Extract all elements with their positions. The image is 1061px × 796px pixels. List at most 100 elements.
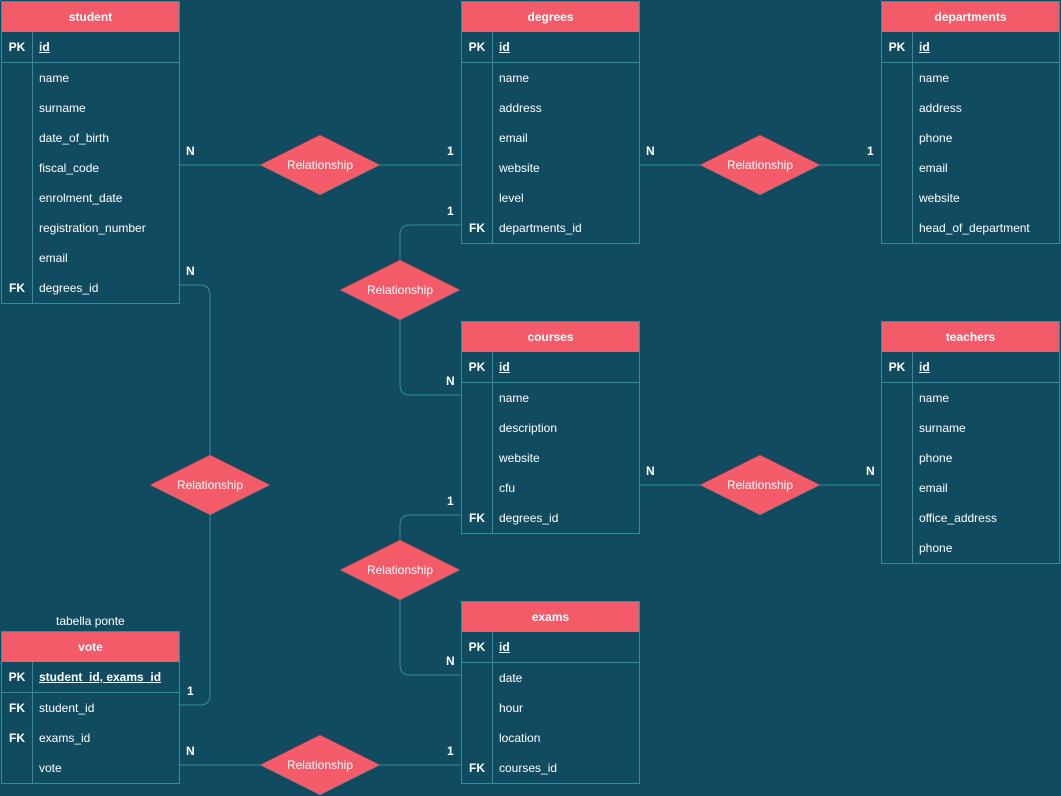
field-name: enrolment_date [39, 191, 123, 205]
field-name: name [919, 71, 950, 85]
cardinality-label: N [646, 464, 655, 478]
entity-title: student [2, 2, 179, 32]
field-row: enrolment_date [2, 183, 179, 213]
pk-row: PK id [462, 352, 639, 383]
field-name: description [499, 421, 558, 435]
field-name: departments_id [499, 221, 582, 235]
field-row: name [462, 383, 639, 413]
key-label: FK [9, 701, 25, 715]
field-name: name [499, 71, 530, 85]
field-row: date [462, 663, 639, 693]
field-name: id [499, 360, 510, 374]
pk-row: PK id [2, 32, 179, 63]
key-label: FK [469, 761, 485, 775]
field-name: email [919, 161, 948, 175]
entity-title: vote [2, 632, 179, 662]
field-name: office_address [919, 511, 997, 525]
field-row: hour [462, 693, 639, 723]
field-row: level [462, 183, 639, 213]
field-name: level [499, 191, 524, 205]
field-name: email [499, 131, 528, 145]
key-label: FK [9, 281, 25, 295]
field-name: email [39, 251, 68, 265]
field-name: name [39, 71, 70, 85]
field-name: phone [919, 541, 953, 555]
field-name: id [919, 40, 930, 54]
field-row: website [462, 153, 639, 183]
relationship-label: Relationship [366, 283, 434, 297]
field-row: FK degrees_id [2, 273, 179, 303]
field-name: degrees_id [499, 511, 559, 525]
cardinality-label: 1 [447, 204, 454, 218]
entity-student[interactable]: student PK id name surname date_of_birth… [1, 1, 180, 304]
field-row: cfu [462, 473, 639, 503]
field-row: description [462, 413, 639, 443]
field-row: registration_number [2, 213, 179, 243]
cardinality-label: N [186, 144, 195, 158]
field-name: registration_number [39, 221, 146, 235]
cardinality-label: N [446, 374, 455, 388]
field-name: website [499, 161, 540, 175]
key-label: PK [468, 360, 486, 374]
key-label: PK [8, 40, 26, 54]
field-row: fiscal_code [2, 153, 179, 183]
field-row: email [2, 243, 179, 273]
field-row: address [462, 93, 639, 123]
field-name: id [919, 360, 930, 374]
field-name: head_of_department [919, 221, 1030, 235]
field-name: website [499, 451, 540, 465]
entity-teachers[interactable]: teachers PK id name surname phone email … [881, 321, 1060, 564]
field-row: email [882, 473, 1059, 503]
field-name: name [499, 391, 530, 405]
entity-degrees[interactable]: degrees PK id name address email website… [461, 1, 640, 244]
cardinality-label: N [446, 654, 455, 668]
field-name: surname [919, 421, 966, 435]
key-label: FK [9, 731, 25, 745]
cardinality-label: 1 [447, 744, 454, 758]
pk-row: PK id [462, 632, 639, 663]
field-row: phone [882, 123, 1059, 153]
relationship-label: Relationship [286, 158, 354, 172]
cardinality-label: N [186, 264, 195, 278]
cardinality-label: 1 [447, 494, 454, 508]
entity-title: courses [462, 322, 639, 352]
field-row: phone [882, 443, 1059, 473]
field-row: email [462, 123, 639, 153]
key-label: FK [469, 221, 485, 235]
entity-title: teachers [882, 322, 1059, 352]
field-row: location [462, 723, 639, 753]
relationship-label: Relationship [286, 758, 354, 772]
field-name: phone [919, 131, 953, 145]
field-name: phone [919, 451, 953, 465]
field-name: student_id [39, 701, 95, 715]
bridge-table-caption: tabella ponte [56, 614, 125, 628]
field-row: website [462, 443, 639, 473]
cardinality-label: N [866, 464, 875, 478]
field-name: cfu [499, 481, 516, 495]
field-row: name [2, 63, 179, 93]
relationship-label: Relationship [176, 478, 244, 492]
field-name: id [499, 40, 510, 54]
field-row: phone [882, 533, 1059, 563]
entity-departments[interactable]: departments PK id name address phone ema… [881, 1, 1060, 244]
field-row: vote [2, 753, 179, 783]
field-name: address [919, 101, 962, 115]
entity-courses[interactable]: courses PK id name description website c… [461, 321, 640, 534]
field-row: address [882, 93, 1059, 123]
field-row: FK student_id [2, 693, 179, 723]
relationship-label: Relationship [726, 478, 794, 492]
field-name: email [919, 481, 948, 495]
field-row: website [882, 183, 1059, 213]
field-name: degrees_id [39, 281, 99, 295]
field-name: fiscal_code [39, 161, 100, 175]
key-label: PK [888, 40, 906, 54]
field-row: name [882, 383, 1059, 413]
field-name: website [919, 191, 960, 205]
entity-title: departments [882, 2, 1059, 32]
field-row: surname [2, 93, 179, 123]
